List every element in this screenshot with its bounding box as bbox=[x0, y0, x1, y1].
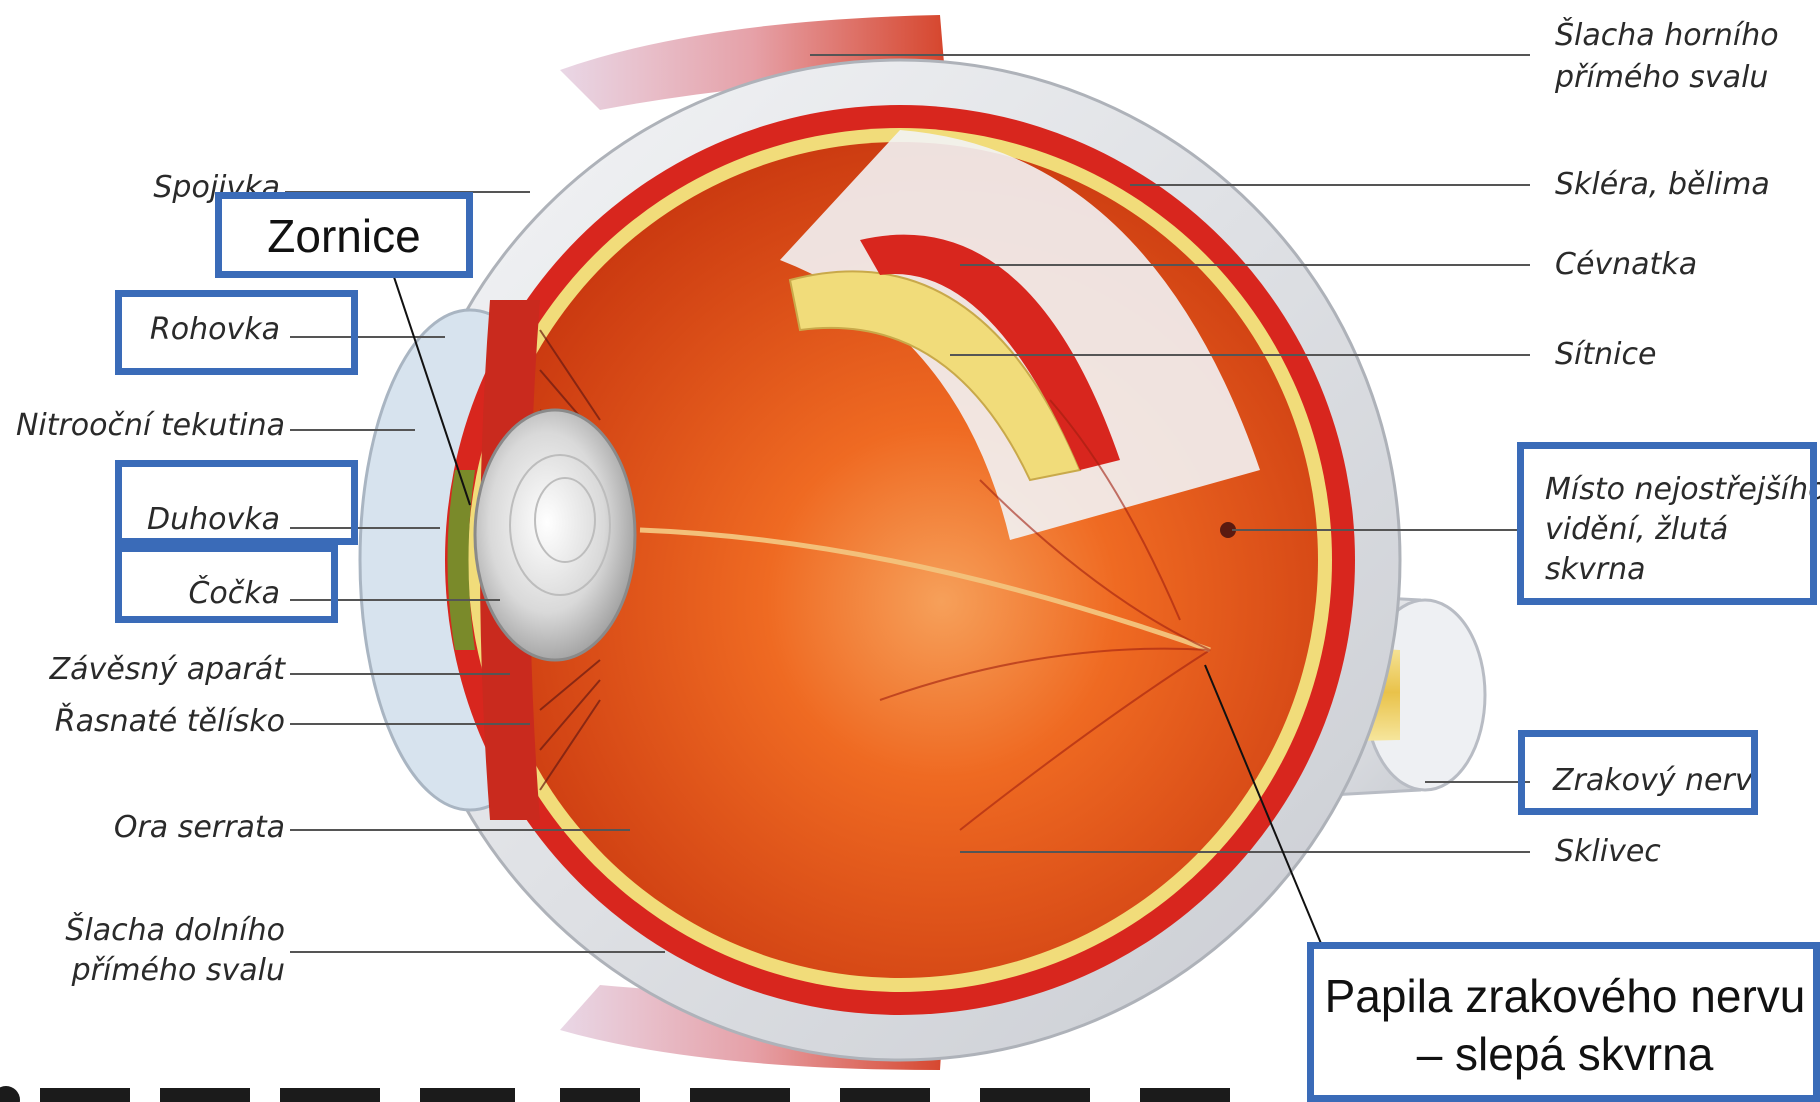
label-zavesny-aparat: Závěsný aparát bbox=[10, 650, 285, 690]
highlight-box-misto bbox=[1517, 442, 1817, 605]
highlight-box-cocka bbox=[115, 545, 338, 623]
label-sklivec: Sklivec bbox=[1555, 832, 1661, 872]
highlight-box-zrakovy-nerv bbox=[1518, 730, 1758, 815]
label-slacha-dolniho-line1: Šlacha dolního bbox=[10, 911, 285, 951]
callout-papila-line1: Papila zrakového nervu bbox=[1310, 970, 1820, 1022]
label-slacha-dolniho-line2: přímého svalu bbox=[10, 951, 285, 991]
highlight-box-rohovka bbox=[115, 290, 358, 375]
highlight-box-duhovka bbox=[115, 460, 358, 545]
label-nitroocni-tekutina: Nitrooční tekutina bbox=[10, 406, 285, 446]
label-slacha-horniho-line1: Šlacha horního bbox=[1555, 16, 1779, 56]
label-slacha-horniho-line2: přímého svalu bbox=[1555, 58, 1768, 98]
label-sklera: Skléra, bělima bbox=[1555, 165, 1770, 205]
callout-papila-line2: – slepá skvrna bbox=[1310, 1028, 1820, 1080]
lens-shape bbox=[475, 410, 635, 660]
bottom-cropped-banner bbox=[0, 1078, 1300, 1102]
label-rasnate-telisko: Řasnaté tělísko bbox=[10, 702, 285, 742]
label-sitnice: Sítnice bbox=[1555, 335, 1656, 375]
callout-zornice: Zornice bbox=[215, 210, 473, 262]
label-ora-serrata: Ora serrata bbox=[10, 808, 285, 848]
label-cevnatka: Cévnatka bbox=[1555, 245, 1697, 285]
